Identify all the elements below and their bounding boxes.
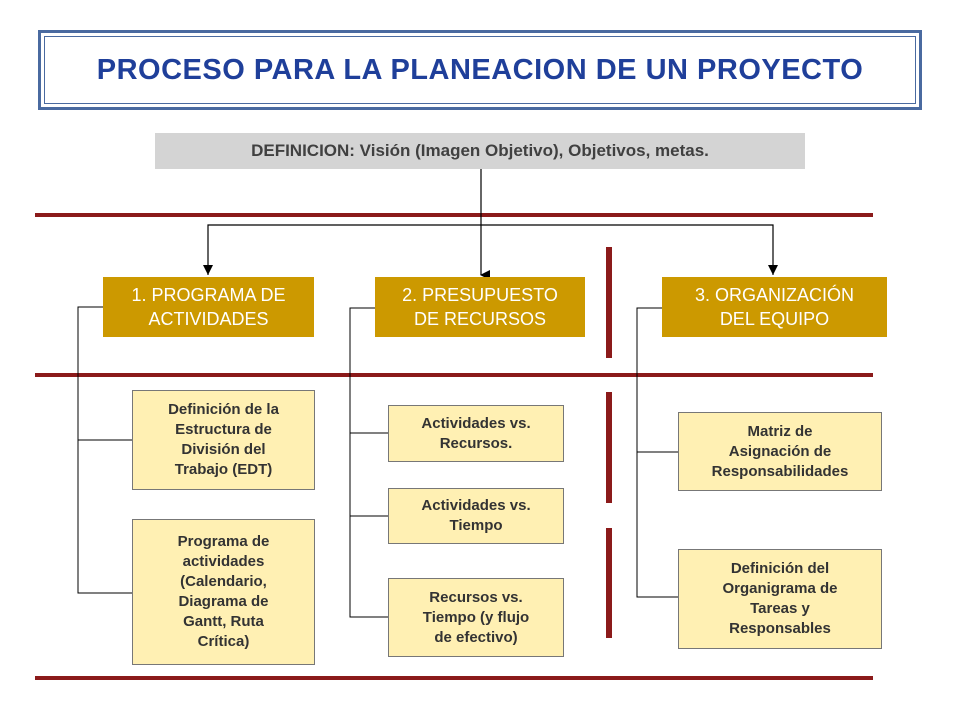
item-line: Trabajo (EDT) <box>174 461 273 478</box>
item-line: División del <box>181 441 266 458</box>
item-matriz-asignacion: Matriz de Asignación de Responsabilidade… <box>678 412 882 491</box>
item-line: Responsables <box>729 620 831 637</box>
item-line: Recursos. <box>439 434 513 452</box>
item-line: Organigrama de <box>722 580 838 597</box>
item-recursos-tiempo: Recursos vs. Tiempo (y flujo de efectivo… <box>388 578 564 657</box>
header-line: ACTIVIDADES <box>148 309 269 329</box>
item-line: Programa de <box>177 533 270 550</box>
title-frame <box>38 30 922 110</box>
header-line: DEL EQUIPO <box>719 309 830 329</box>
item-line: de efectivo) <box>434 628 518 646</box>
header-line: DE RECURSOS <box>413 309 547 329</box>
definition-box: DEFINICION: Visión (Imagen Objetivo), Ob… <box>155 133 805 169</box>
item-line: (Calendario, <box>180 573 267 590</box>
item-line: Definición de la <box>168 401 279 418</box>
item-line: Diagrama de <box>178 593 269 610</box>
item-line: Actividades vs. <box>421 414 531 432</box>
item-line: Crítica) <box>197 633 250 650</box>
arrow-branch <box>207 224 774 275</box>
header-line: 2. PRESUPUESTO <box>402 285 558 305</box>
header-line: 3. ORGANIZACIÓN <box>694 285 855 305</box>
item-line: Estructura de <box>175 421 272 438</box>
item-actividades-tiempo: Actividades vs. Tiempo <box>388 488 564 544</box>
item-organigrama: Definición del Organigrama de Tareas y R… <box>678 549 882 649</box>
item-line: actividades <box>182 553 265 570</box>
page-title: PROCESO PARA LA PLANEACION DE UN PROYECT… <box>96 53 864 86</box>
item-line: Tiempo <box>449 517 503 534</box>
tree-line-col2 <box>349 307 388 618</box>
item-line: Matriz de <box>747 422 813 440</box>
item-line: Actividades vs. <box>421 497 531 514</box>
item-line: Recursos vs. <box>429 588 523 606</box>
title-box: PROCESO PARA LA PLANEACION DE UN PROYECT… <box>44 36 916 104</box>
header-programa-actividades: 1. PROGRAMA DE ACTIVIDADES <box>103 277 314 337</box>
item-line: Tiempo (y flujo <box>422 608 530 626</box>
item-actividades-recursos: Actividades vs. Recursos. <box>388 405 564 462</box>
item-line: Asignación de <box>728 442 832 460</box>
tree-line-col1 <box>77 306 132 594</box>
arrow-head-left <box>203 265 213 275</box>
header-presupuesto-recursos: 2. PRESUPUESTO DE RECURSOS <box>375 277 585 337</box>
item-line: Gantt, Ruta <box>183 613 264 630</box>
header-organizacion-equipo: 3. ORGANIZACIÓN DEL EQUIPO <box>662 277 887 337</box>
definition-text: DEFINICION: Visión (Imagen Objetivo), Ob… <box>251 141 709 160</box>
arrow-head-right <box>768 265 778 275</box>
item-definicion-edt: Definición de la Estructura de División … <box>132 390 315 490</box>
item-line: Definición del <box>730 560 830 577</box>
item-line: Tareas y <box>750 600 810 617</box>
header-line: 1. PROGRAMA DE <box>131 285 286 305</box>
item-line: Responsabilidades <box>711 462 849 480</box>
item-programa-actividades: Programa de actividades (Calendario, Dia… <box>132 519 315 665</box>
